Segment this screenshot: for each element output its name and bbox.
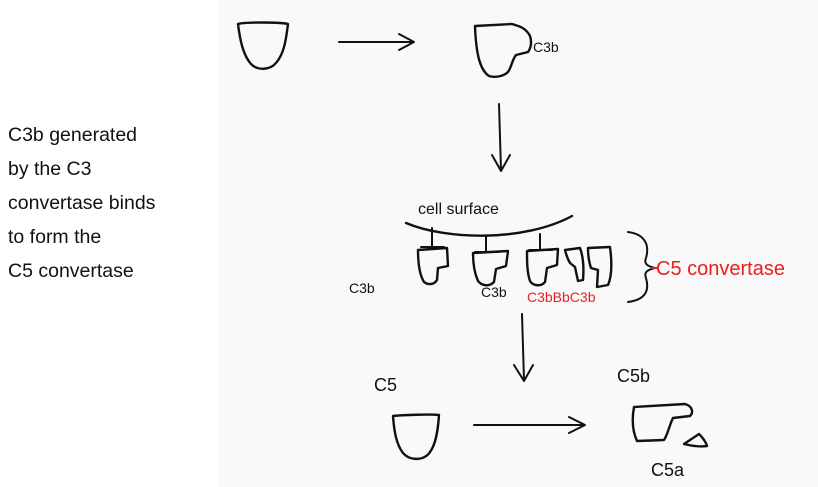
- arrow-c5-to-c5b: [473, 416, 586, 434]
- c5b-shape: [631, 402, 694, 443]
- bb-fragment: [563, 246, 585, 283]
- tether-1: [420, 227, 445, 248]
- tether-2: [474, 235, 499, 253]
- c3-cup-shape: [236, 21, 290, 70]
- c3bbbc3b-label: C3bBbC3b: [527, 289, 596, 305]
- arrow-down-to-c5: [513, 313, 534, 382]
- tether-3: [528, 233, 553, 251]
- c3b-top-label: C3b: [533, 39, 559, 55]
- c5-convertase-label: C5 convertase: [656, 258, 785, 280]
- bound-c3b-3: [525, 247, 560, 287]
- arrow-c3-to-c3b: [338, 33, 415, 51]
- arrow-down-to-surface: [491, 103, 511, 172]
- c3b-middle-label: C3b: [481, 284, 507, 300]
- c5a-label: C5a: [651, 460, 685, 480]
- cell-surface-membrane: [404, 214, 574, 237]
- bound-c3b-1: [416, 246, 450, 286]
- cell-surface-label: cell surface: [418, 201, 499, 218]
- c5b-label: C5b: [617, 366, 650, 386]
- c5a-shape: [682, 432, 709, 448]
- c5-label: C5: [374, 375, 397, 395]
- caption-panel: C3b generated by the C3 convertase binds…: [0, 0, 218, 487]
- caption-line: to form the: [8, 226, 102, 248]
- caption-text: C3b generated by the C3 convertase binds…: [8, 118, 155, 288]
- c5-cup-shape: [391, 413, 441, 461]
- caption-line: by the C3: [8, 158, 92, 180]
- c3b-top-shape: [473, 22, 533, 78]
- caption-line: C5 convertase: [8, 260, 134, 282]
- c3b-left-label: C3b: [349, 280, 375, 296]
- convertase-brace: [627, 231, 656, 303]
- diagram-canvas: [218, 0, 818, 487]
- bound-c3b-2: [471, 249, 510, 287]
- caption-line: C3b generated: [8, 124, 138, 146]
- bound-c3b-4: [586, 245, 613, 289]
- caption-line: convertase binds: [8, 192, 156, 214]
